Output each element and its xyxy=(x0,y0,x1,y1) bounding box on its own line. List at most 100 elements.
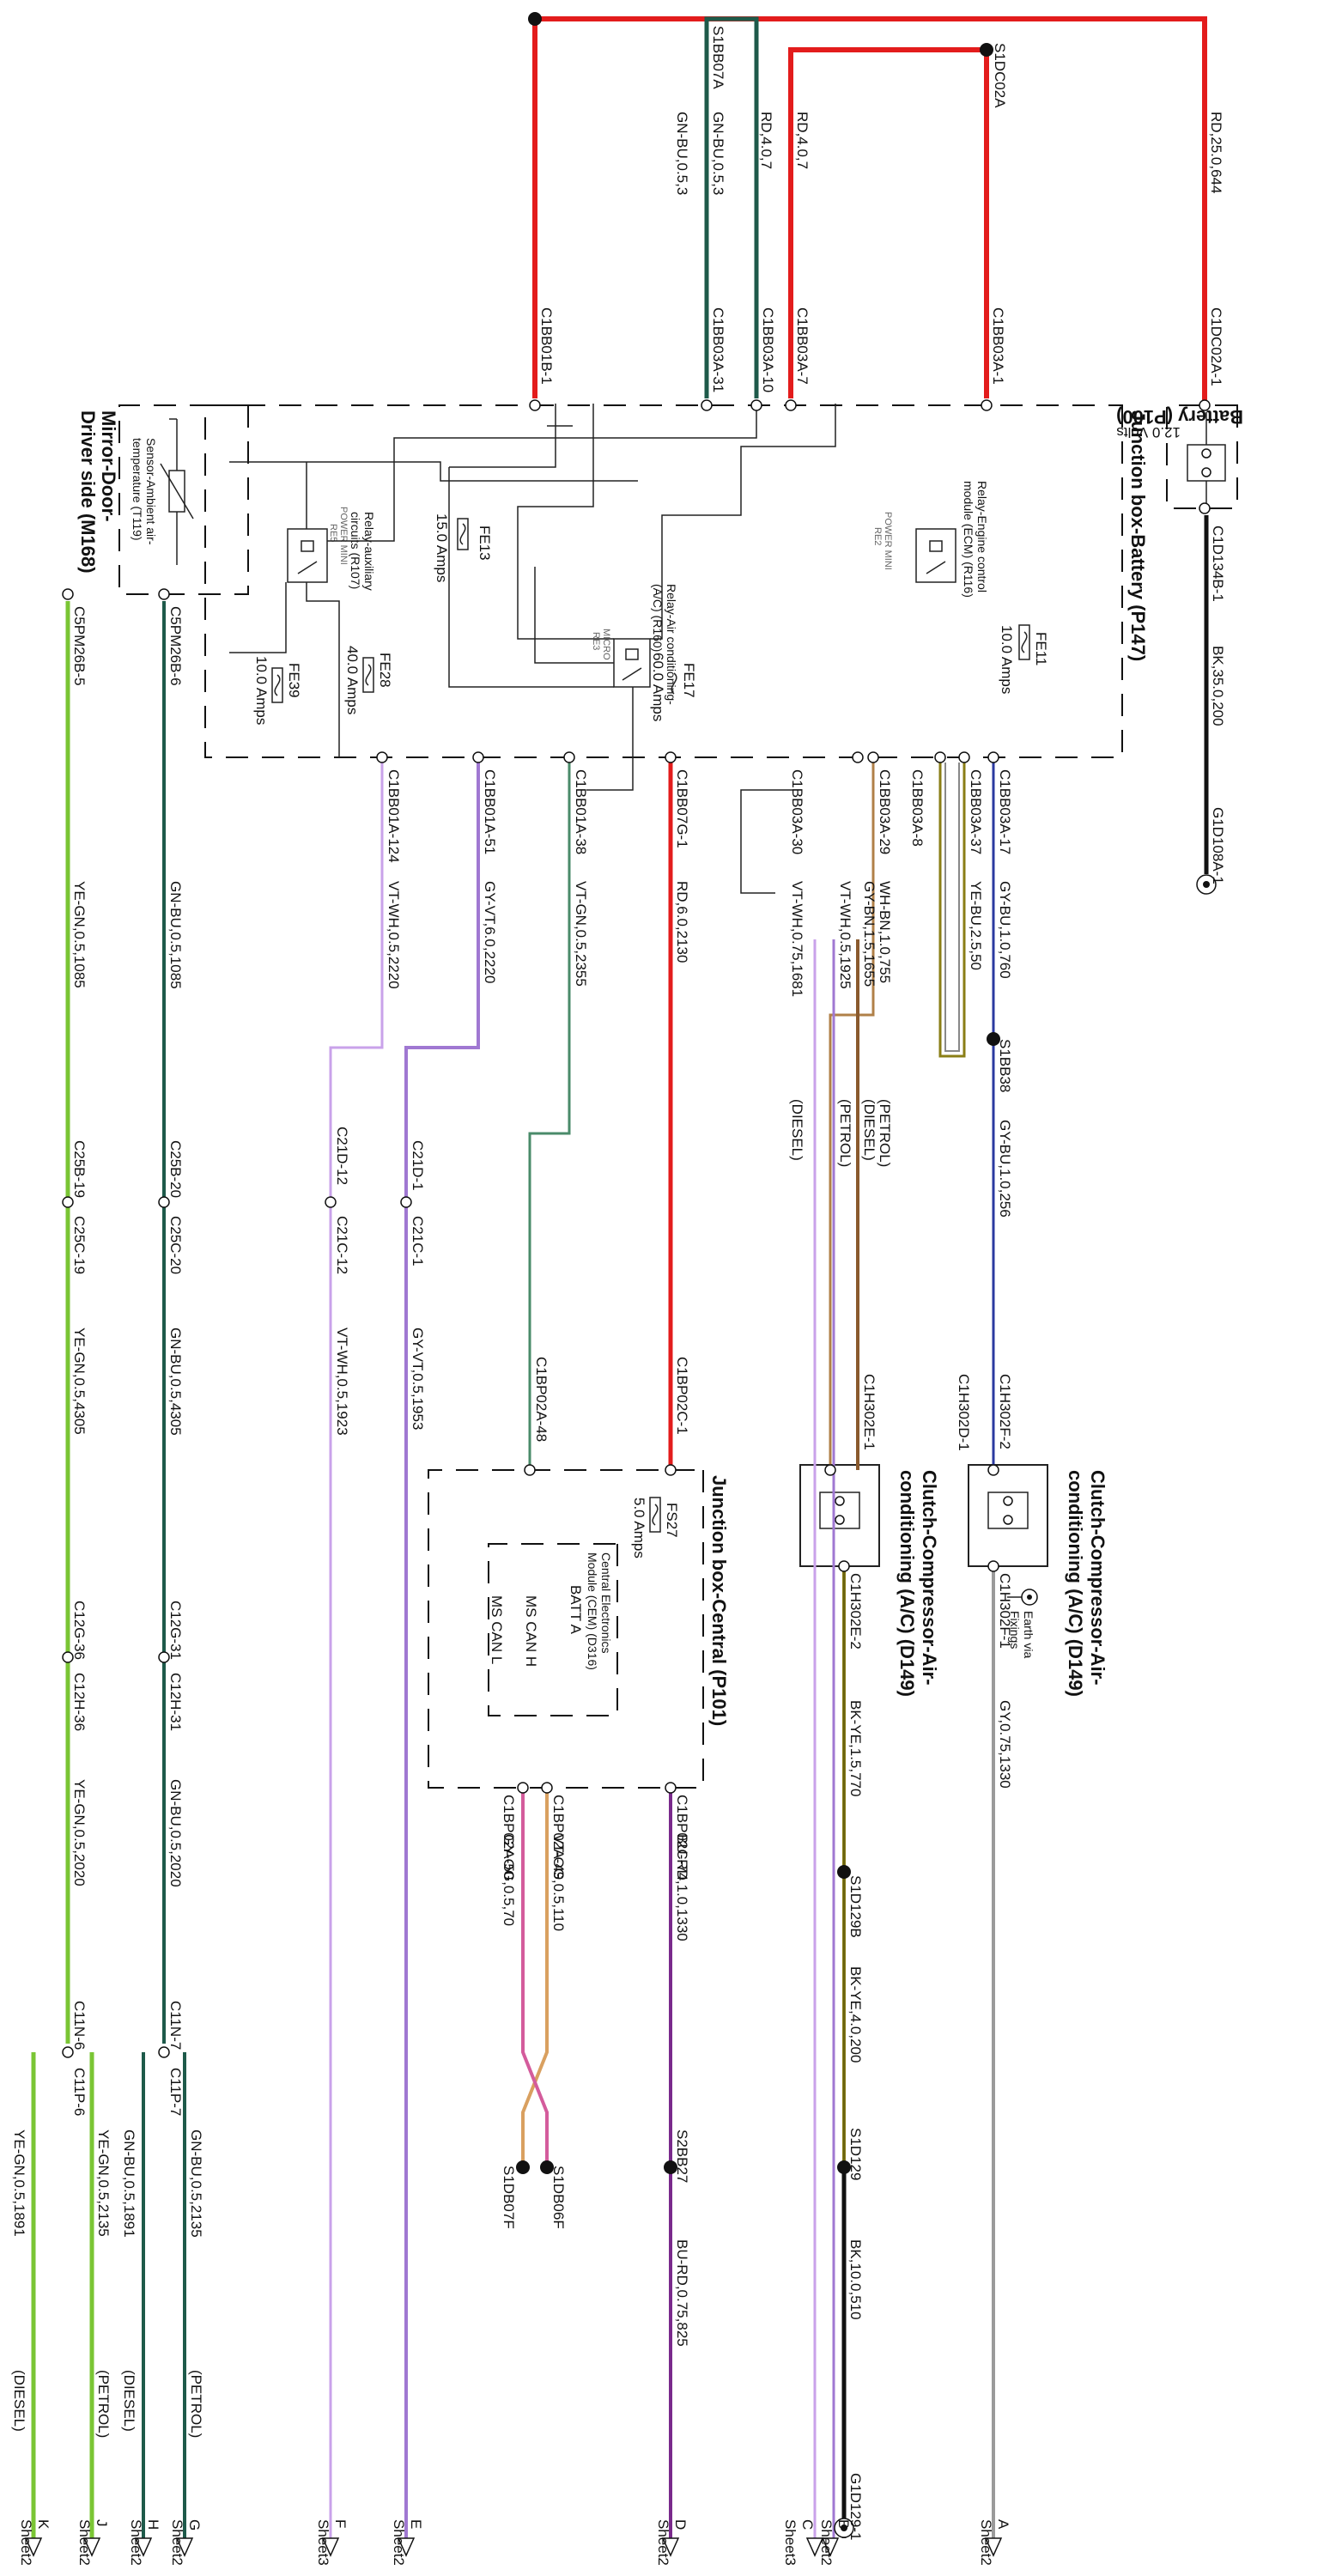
ref-c-sheet: Sheet3 xyxy=(782,2519,799,2566)
conn-c1d134b1: C1D134B-1 xyxy=(1210,526,1226,602)
connector-pin xyxy=(665,751,677,763)
wire-labels: RD,25.0,644 RD,4.0,7 RD,4.0,7 GN-BU,0.5,… xyxy=(11,112,1226,2347)
connector-pin xyxy=(958,751,970,763)
conn-g1d108a1: G1D108A-1 xyxy=(1210,807,1226,884)
earth-label-1: Earth via xyxy=(1022,1611,1035,1658)
conn-c1bb01a38: C1BB01A-38 xyxy=(573,769,589,854)
sheet-arrow-icon xyxy=(805,2537,824,2557)
jbb-title: Junction box-Battery (P147) xyxy=(1127,410,1149,661)
conn-c1bb03a37: C1BB03A-37 xyxy=(968,769,984,854)
connector-pin xyxy=(701,399,713,411)
variant-labels: (PETROL) (DIESEL) (PETROL) (DIESEL) (PET… xyxy=(11,1099,893,2438)
relay-ecm-tag-1: POWER MINI xyxy=(883,512,893,570)
wire-whbn xyxy=(829,762,875,1470)
wl-rd25: RD,25.0,644 xyxy=(1208,112,1224,193)
ref-f-sheet: Sheet3 xyxy=(315,2519,331,2566)
conn-c1bb03a31: C1BB03A-31 xyxy=(710,307,726,392)
conn-c1bb01a51: C1BB01A-51 xyxy=(482,769,498,854)
ref-a-sheet: Sheet2 xyxy=(978,2519,994,2566)
relay-aux-symbol xyxy=(287,528,328,583)
ref-b-sheet: Sheet2 xyxy=(818,2519,835,2566)
cem-can-h-label: MS CAN H xyxy=(523,1595,539,1667)
conn-c1bb03a30: C1BB03A-30 xyxy=(789,769,805,854)
connector-pin xyxy=(517,1782,529,1794)
connector-pin xyxy=(158,1651,170,1663)
connector-pin xyxy=(665,1464,677,1476)
conn-c1h302e1: C1H302E-1 xyxy=(861,1374,877,1450)
connector-pin xyxy=(158,2046,170,2058)
conn-c21d1: C21D-1 xyxy=(410,1140,426,1191)
connector-pin xyxy=(400,1196,412,1208)
var-gybn-diesel: (DIESEL) xyxy=(861,1099,877,1161)
connector-pin xyxy=(867,751,879,763)
relay-ecm-symbol xyxy=(915,528,956,583)
connector-pin xyxy=(987,1464,999,1476)
ref-k-sheet: Sheet2 xyxy=(18,2519,34,2566)
connector-pin xyxy=(62,2046,74,2058)
sheet-arrow-icon xyxy=(984,2537,1003,2557)
conn-s1db07f: S1DB07F xyxy=(501,2166,517,2229)
jbb-box xyxy=(204,404,1123,758)
wire-rd4-loop xyxy=(788,47,989,398)
fe39-rating: 10.0 Amps xyxy=(253,656,270,725)
earth-fixings-icon xyxy=(1007,1589,1038,1606)
connector-pin xyxy=(750,399,762,411)
conn-s1d129: S1D129 xyxy=(847,2128,864,2180)
cem-box xyxy=(488,1543,618,1716)
mirror-box xyxy=(118,404,249,595)
wl-bkye-15: BK-YE,1.5,770 xyxy=(847,1700,864,1796)
connector-pin xyxy=(524,1464,536,1476)
wl-gnbu-1085: GN-BU,0.5,1085 xyxy=(167,881,184,989)
wl-gy-1330: GY,0.75,1330 xyxy=(997,1700,1013,1789)
wl-yegn-2135: YE-GN,0.5,2135 xyxy=(95,2129,112,2237)
wl-gybu-760: GY-BU,1.0,760 xyxy=(997,881,1013,979)
ref-c: C xyxy=(799,2519,816,2530)
conn-s1dc02a: S1DC02A xyxy=(992,43,1008,108)
conn-c1bb03a7: C1BB03A-7 xyxy=(794,307,811,385)
conn-c5pm26b6: C5PM26B-6 xyxy=(167,606,184,686)
clutch2-inner xyxy=(819,1492,860,1529)
conn-c21d12: C21D-12 xyxy=(334,1127,350,1185)
fuse-fe28-icon xyxy=(362,657,374,693)
ref-j-sheet: Sheet2 xyxy=(76,2519,93,2566)
wl-bk10: BK,10.0,510 xyxy=(847,2239,864,2320)
sheet-arrow-icon xyxy=(397,2537,416,2557)
battery-box xyxy=(1166,404,1238,509)
conn-c1bb03a10: C1BB03A-10 xyxy=(760,307,776,392)
connector-pin xyxy=(529,399,541,411)
cem-batt-label: BATT A xyxy=(568,1585,584,1635)
wl-yegn-1891: YE-GN,0.5,1891 xyxy=(11,2129,27,2237)
wire-vtwh-2220 xyxy=(329,762,384,2538)
offsheet-refs[interactable]: A Sheet2 B Sheet2 C Sheet3 D Sheet2 E Sh… xyxy=(18,2519,1011,2566)
relay-ac-symbol xyxy=(613,638,651,688)
splice-dot xyxy=(837,2160,851,2174)
splice-dot xyxy=(664,2160,677,2174)
mirror-title-1: Mirror-Door- xyxy=(98,410,119,522)
connector-pin xyxy=(158,1196,170,1208)
wl-rd6: RD,6.0,2130 xyxy=(674,881,690,963)
relay-ac-label-2: (A/C) (R160) xyxy=(651,584,665,652)
wl-burd-1: BU-RD,1.0,1330 xyxy=(674,1834,690,1941)
splice-dot xyxy=(980,43,993,57)
splice-dot xyxy=(987,1032,1000,1046)
clutch2-title-1: Clutch-Compressor-Air- xyxy=(919,1470,940,1686)
connector-pin xyxy=(987,751,999,763)
sheet-arrow-icon xyxy=(24,2537,43,2557)
clutch1-title-1: Clutch-Compressor-Air- xyxy=(1087,1470,1108,1686)
splice-dot xyxy=(516,2160,530,2174)
sheet-arrow-icon xyxy=(661,2537,680,2557)
wl-gnbu-b: GN-BU,0.5,3 xyxy=(674,112,690,195)
conn-c25c19: C25C-19 xyxy=(71,1216,88,1274)
wl-gnbu-1891: GN-BU,0.5,1891 xyxy=(121,2129,137,2238)
fuse-fe13-icon xyxy=(457,518,469,550)
relay-aux-tag-1: POWER MINI xyxy=(338,507,349,565)
connector-pin xyxy=(62,1196,74,1208)
var-vtwh-petrol: (PETROL) xyxy=(837,1099,853,1167)
conn-s1bb07a: S1BB07A xyxy=(710,26,726,89)
sheet-arrow-icon xyxy=(821,2537,840,2557)
connector-pin xyxy=(158,588,170,600)
conn-c25b20: C25B-20 xyxy=(167,1140,184,1198)
